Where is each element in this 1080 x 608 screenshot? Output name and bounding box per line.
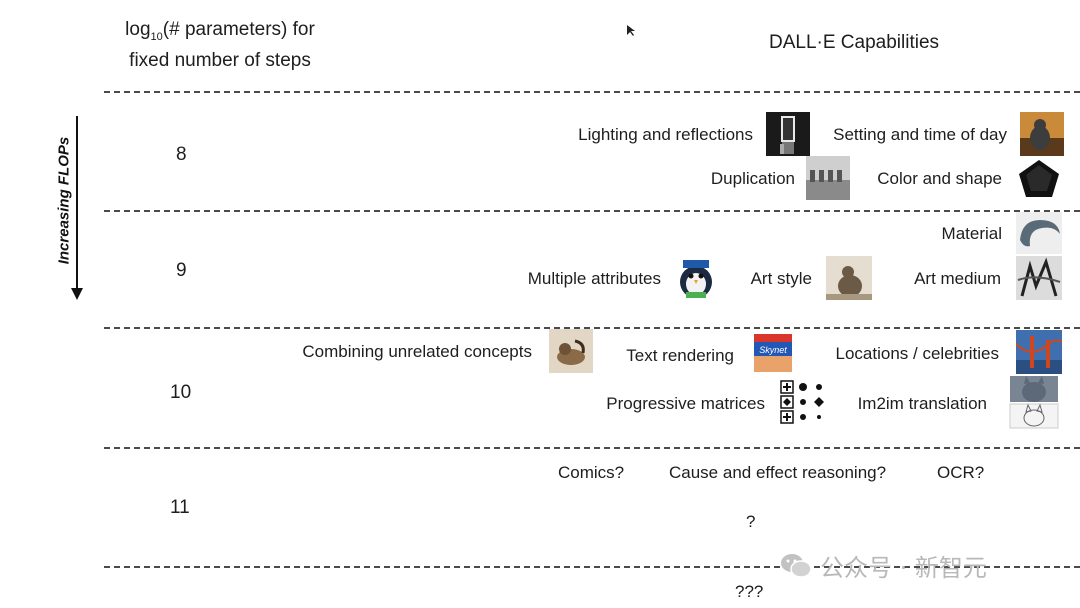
unknown-row-11: ? — [746, 512, 756, 531]
combining-thumbnail — [549, 329, 593, 373]
multiple-attributes-thumbnail — [674, 254, 718, 300]
level-9: 9 — [176, 260, 187, 281]
progressive-matrices-thumbnail — [779, 379, 829, 425]
row-separator — [104, 91, 1080, 93]
row-separator — [104, 327, 1080, 329]
cap-multiple-attributes-label: Multiple attributes — [527, 269, 661, 288]
level-8: 8 — [176, 144, 187, 165]
color-shape-thumbnail — [1016, 157, 1062, 201]
cap-text-rendering-label: Text rendering — [626, 346, 734, 365]
capabilities-title: DALL·E Capabilities — [768, 32, 940, 53]
cap-combining-label: Combining unrelated concepts — [302, 342, 532, 361]
cap-im2im-label: Im2im translation — [857, 394, 987, 413]
cap-duplication-label: Duplication — [710, 169, 795, 188]
row-separator — [104, 210, 1080, 212]
wechat-icon — [780, 552, 812, 580]
cap-material-label: Material — [941, 224, 1002, 243]
flops-arrow-shaft — [76, 116, 78, 290]
material-thumbnail — [1016, 212, 1062, 254]
locations-thumbnail — [1016, 330, 1062, 374]
cap-lighting-label: Lighting and reflections — [578, 125, 753, 144]
watermark-text: 公众号 · 新智元 — [820, 554, 987, 582]
params-header-line2: fixed number of steps — [129, 49, 311, 71]
row-separator — [104, 566, 1080, 568]
art-medium-thumbnail — [1016, 256, 1062, 300]
text-rendering-thumbnail: Skynet — [752, 330, 794, 374]
im2im-thumbnail — [1008, 374, 1060, 430]
level-11: 11 — [170, 497, 190, 518]
duplication-thumbnail — [806, 156, 850, 200]
flops-label: Increasing FLOPs — [55, 136, 73, 265]
cursor-icon — [627, 24, 635, 42]
params-header-line1: log10(# parameters) for — [125, 19, 315, 43]
watermark: 公众号 · 新智元 — [780, 548, 1050, 584]
cap-cause-effect-label: Cause and effect reasoning? — [669, 463, 887, 482]
cap-progressive-label: Progressive matrices — [606, 394, 765, 413]
cap-art-medium-label: Art medium — [914, 269, 1001, 288]
cap-color-shape-label: Color and shape — [877, 169, 1002, 188]
cap-comics-label: Comics? — [558, 463, 625, 482]
level-10: 10 — [170, 382, 192, 403]
flops-axis: Increasing FLOPs — [44, 112, 84, 302]
unknown-row-12: ??? — [735, 582, 764, 601]
params-header: log10(# parameters) for fixed number of … — [100, 18, 340, 73]
cap-locations-label: Locations / celebrities — [835, 344, 999, 363]
lighting-thumbnail — [766, 112, 810, 156]
row-separator — [104, 447, 1080, 449]
arrow-down-icon — [71, 288, 83, 300]
skynet-text: Skynet — [759, 345, 787, 355]
art-style-thumbnail — [826, 256, 872, 300]
cap-art-style-label: Art style — [750, 269, 812, 288]
cap-ocr-label: OCR? — [937, 463, 985, 482]
cap-setting-label: Setting and time of day — [833, 125, 1007, 144]
setting-thumbnail — [1020, 112, 1064, 156]
